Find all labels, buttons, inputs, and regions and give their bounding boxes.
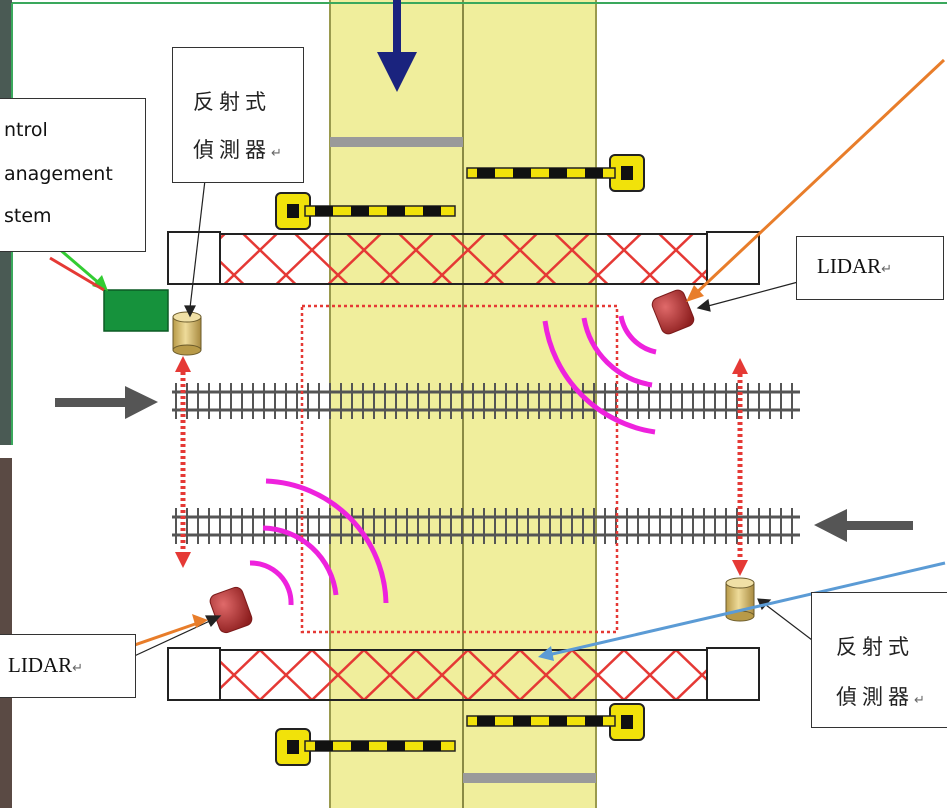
sensor-label-bottom-line1: 反射式 [836,631,914,661]
return-mark: ↵ [881,261,892,276]
train-direction-arrow-right [55,386,158,419]
reflective-sensor-icon [726,578,754,621]
lidar-sensor-icon [208,585,254,634]
sensor-label-bottom-text: 偵測器 [836,685,914,709]
return-mark: ↵ [72,660,83,675]
barrier-fence-bottom [168,648,759,700]
controller-box-icon [104,290,168,331]
lidar-sensor-icon [650,288,696,336]
control-system-label-box: ntrol anagement stem [0,98,146,252]
sensor-label-bottom-line2: 偵測器↵ [836,681,930,711]
reflective-sensor-icon [173,312,201,355]
lidar-label-top-text: LIDAR↵ [817,254,892,279]
return-mark: ↵ [271,146,287,161]
stop-line-top [330,137,463,147]
return-mark: ↵ [914,693,930,708]
sensor-label-top-line2: 偵測器↵ [193,134,287,164]
reflective-sensor-label-top: 反射式 偵測器↵ [172,47,304,183]
stop-line-bottom [463,773,596,783]
sensor-label-top-text: 偵測器 [193,138,271,162]
lidar-label-bottom-text: LIDAR↵ [8,653,83,678]
control-label-line2: anagement [4,163,113,185]
lidar-label-bottom: LIDAR↵ [0,634,136,698]
sensor-label-top-line1: 反射式 [193,86,271,116]
barrier-fence-top [168,232,759,284]
train-direction-arrow-left [814,509,913,542]
reflective-sensor-label-bottom: 反射式 偵測器↵ [811,592,947,728]
lidar-label-top: LIDAR↵ [796,236,944,300]
control-label-line3: stem [4,205,52,227]
control-label-line1: ntrol [4,119,48,141]
